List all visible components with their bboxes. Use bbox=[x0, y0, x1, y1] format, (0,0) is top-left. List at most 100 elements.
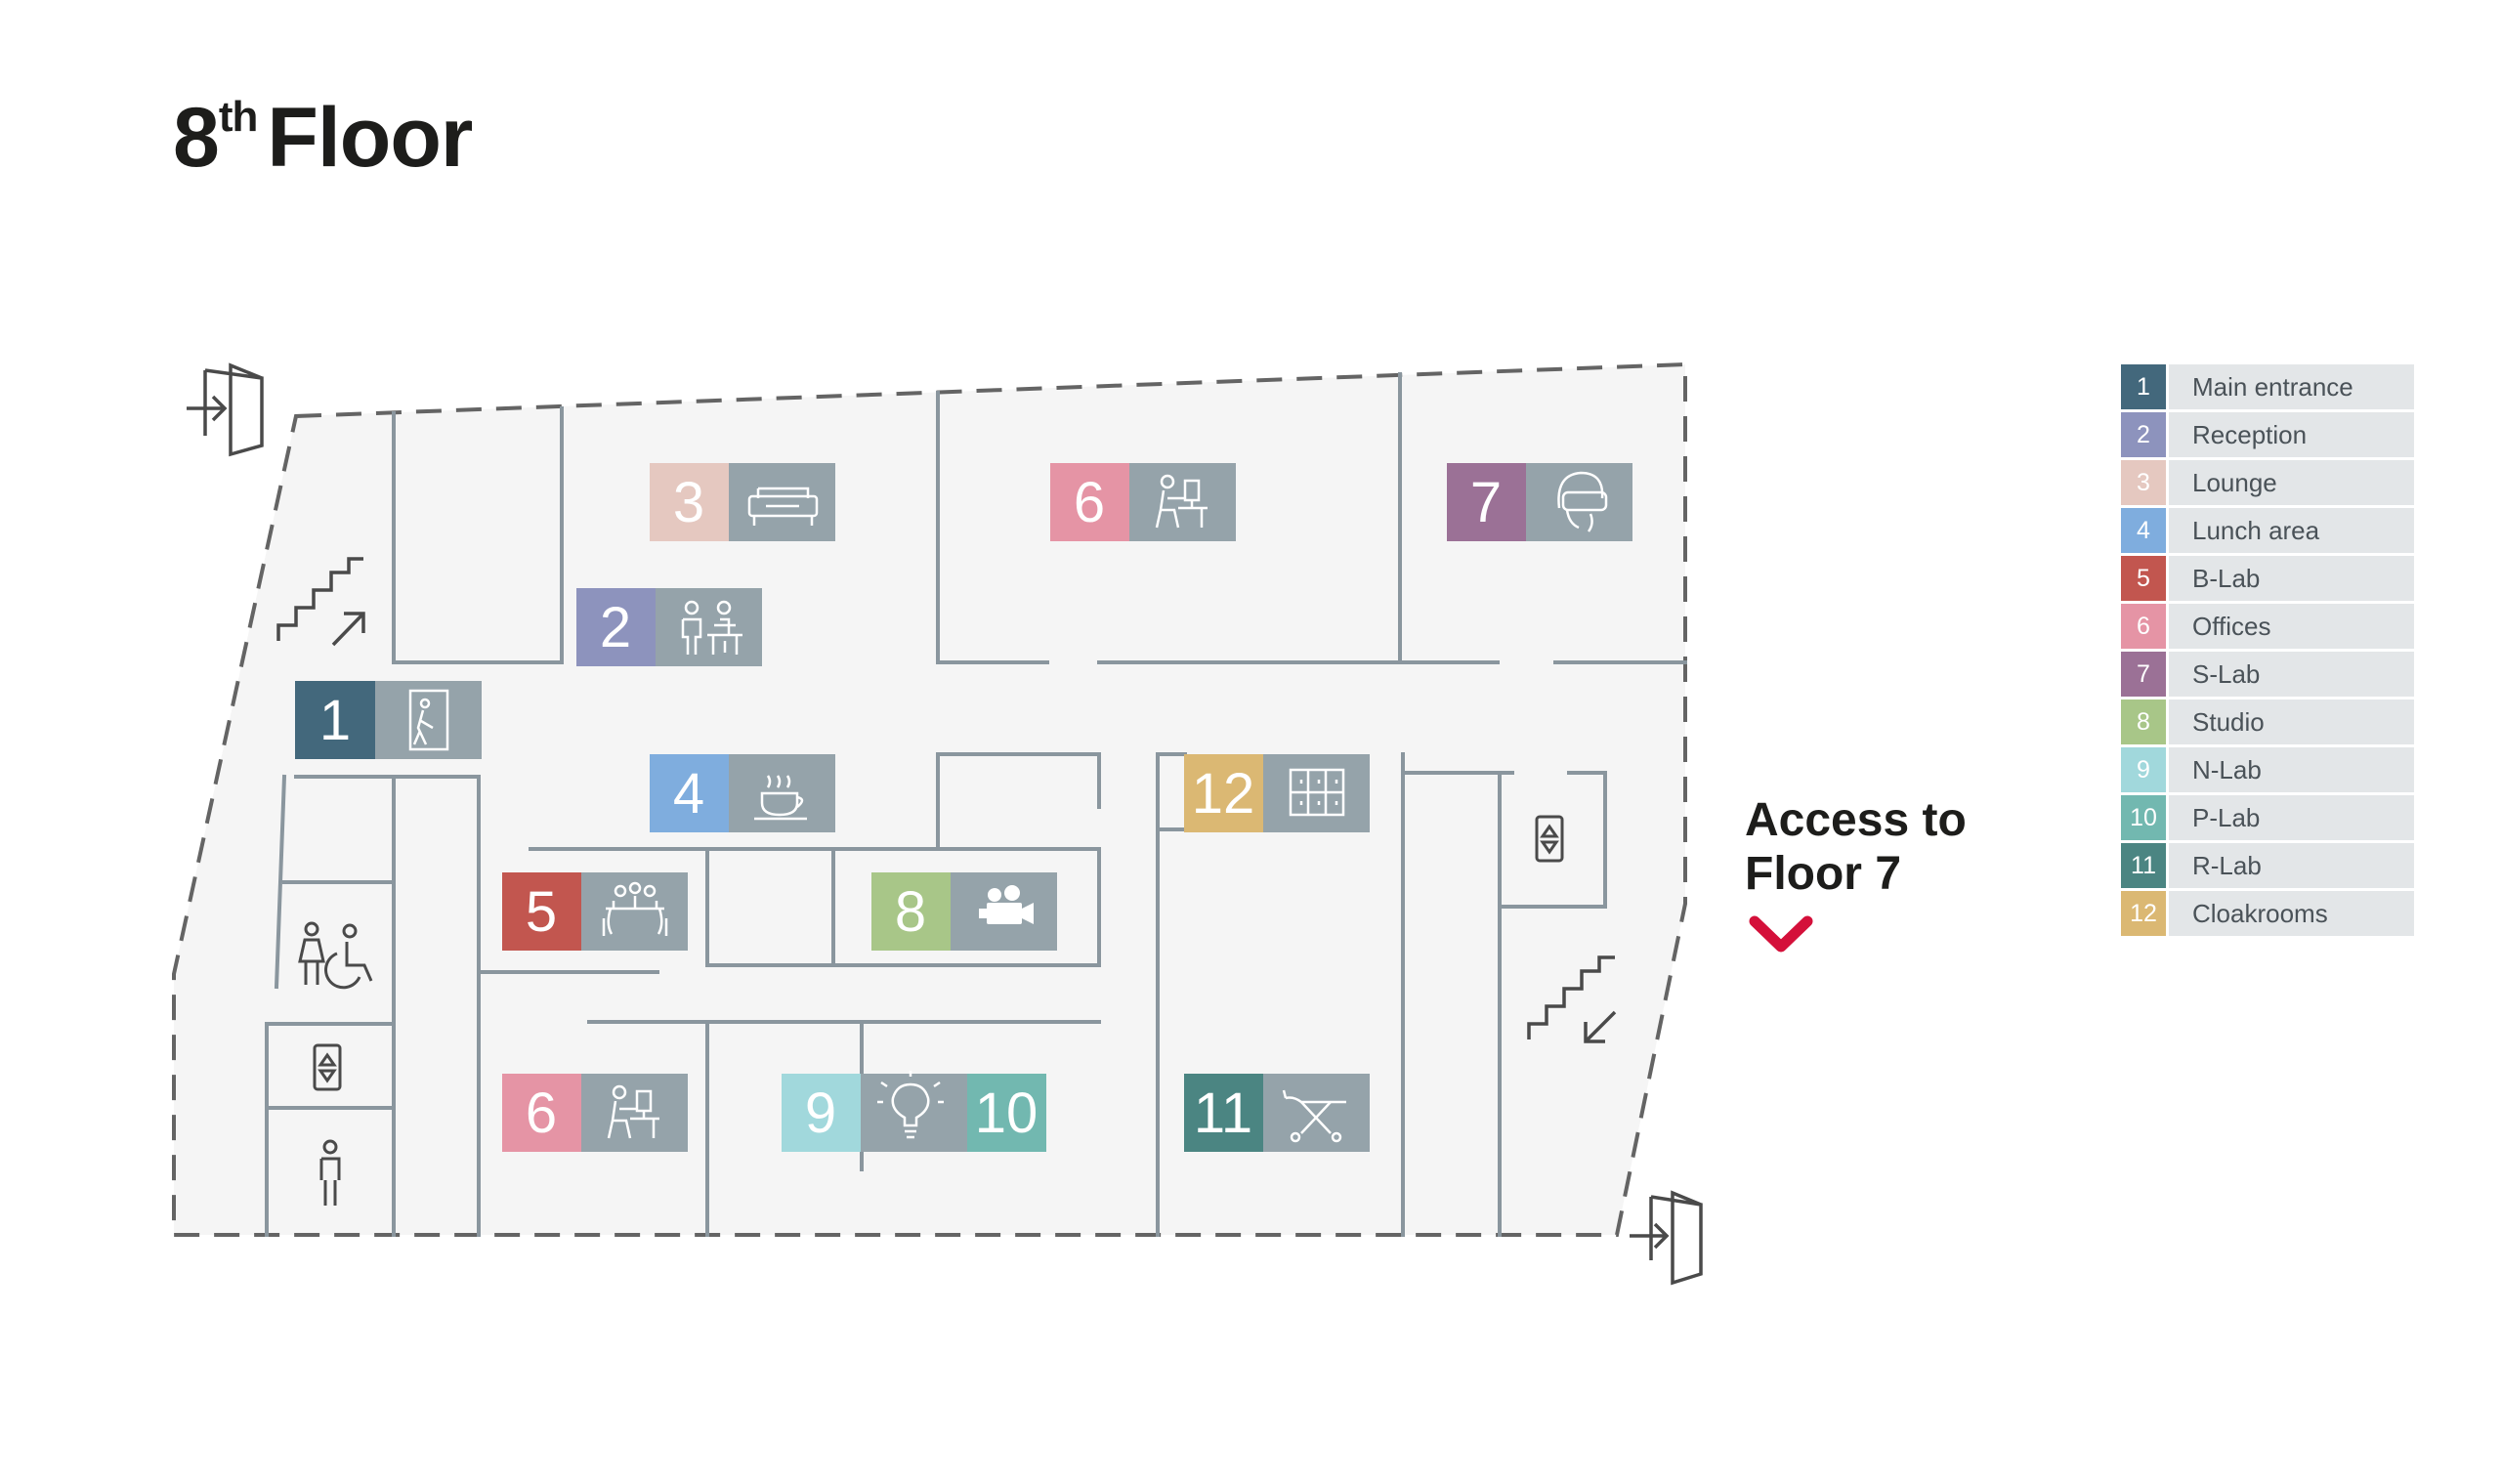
badge-icon-tile bbox=[1129, 463, 1236, 541]
entrance-door-icon bbox=[187, 362, 264, 457]
legend-item-cloakrooms: 12 Cloakrooms bbox=[2121, 891, 2414, 936]
legend-item-studio: 8 Studio bbox=[2121, 700, 2414, 744]
badge-number: 1 bbox=[319, 689, 351, 752]
room-badge-12: 12 bbox=[1184, 754, 1370, 832]
vr-headset-icon bbox=[1557, 471, 1608, 532]
walking-person-door-icon bbox=[408, 689, 449, 751]
badge-icon-tile bbox=[375, 681, 482, 759]
room-legend: 1 Main entrance 2 Reception 3 Lounge 4 L… bbox=[2121, 364, 2414, 939]
badge-number-tile bbox=[295, 681, 375, 759]
badge-number: 9 bbox=[805, 1081, 836, 1145]
legend-label: S-Lab bbox=[2169, 652, 2414, 697]
badge-icon-tile bbox=[581, 872, 688, 951]
coffee-cup-icon bbox=[754, 775, 807, 821]
legend-number: 6 bbox=[2121, 604, 2166, 649]
badge-number-tile bbox=[650, 754, 729, 832]
legend-label: Lunch area bbox=[2169, 508, 2414, 553]
elevator-icon bbox=[1535, 815, 1564, 863]
badge-number: 6 bbox=[1074, 471, 1105, 534]
reception-desk-icon bbox=[681, 600, 742, 655]
legend-number: 9 bbox=[2121, 747, 2166, 792]
legend-number: 1 bbox=[2121, 364, 2166, 409]
access-floor-7-label: Access to Floor 7 bbox=[1745, 793, 1967, 901]
room-badge-6-offices-a: 6 bbox=[1050, 463, 1236, 541]
shared-icon-tile bbox=[861, 1071, 967, 1152]
legend-number: 11 bbox=[2121, 843, 2166, 888]
room-badge-10: 10 bbox=[967, 1074, 1046, 1152]
restroom-accessible-icon bbox=[298, 921, 373, 990]
legend-number: 2 bbox=[2121, 412, 2166, 457]
badge-number: 7 bbox=[1470, 471, 1502, 534]
stairs-down-icon bbox=[1527, 955, 1617, 1043]
legend-number: 4 bbox=[2121, 508, 2166, 553]
badge-number-tile bbox=[1184, 754, 1263, 832]
badge-number: 8 bbox=[895, 880, 926, 944]
badge-number-tile bbox=[1447, 463, 1526, 541]
badge-number-tile bbox=[650, 463, 729, 541]
badge-icon-tile bbox=[729, 463, 835, 541]
legend-number: 10 bbox=[2121, 795, 2166, 840]
room-badge-2: 2 bbox=[576, 588, 762, 666]
badge-number: 4 bbox=[673, 762, 704, 826]
video-camera-icon bbox=[979, 885, 1034, 924]
legend-number: 3 bbox=[2121, 460, 2166, 505]
legend-label: Lounge bbox=[2169, 460, 2414, 505]
legend-label: Studio bbox=[2169, 700, 2414, 744]
badge-number: 11 bbox=[1194, 1081, 1252, 1145]
hospital-bed-icon bbox=[1282, 1089, 1346, 1143]
meeting-table-icon bbox=[602, 881, 668, 936]
badge-icon-tile bbox=[581, 1074, 688, 1152]
floor-outline bbox=[172, 361, 1687, 1237]
access-line-1: Access to bbox=[1745, 794, 1967, 846]
room-badge-6-offices-b: 6 bbox=[502, 1074, 688, 1152]
legend-number: 7 bbox=[2121, 652, 2166, 697]
legend-item-n-lab: 9 N-Lab bbox=[2121, 747, 2414, 792]
badge-icon-tile bbox=[656, 588, 762, 666]
interior-walls bbox=[265, 372, 1687, 1237]
elevator-icon bbox=[313, 1043, 342, 1091]
badge-icon-tile bbox=[1263, 1074, 1370, 1152]
exit-door-icon bbox=[1630, 1190, 1703, 1286]
legend-label: B-Lab bbox=[2169, 556, 2414, 601]
legend-item-s-lab: 7 S-Lab bbox=[2121, 652, 2414, 697]
badge-number: 6 bbox=[526, 1081, 557, 1145]
lockers-icon bbox=[1289, 768, 1345, 817]
room-badge-7: 7 bbox=[1447, 463, 1632, 541]
legend-item-r-lab: 11 R-Lab bbox=[2121, 843, 2414, 888]
stairs-up-icon bbox=[276, 557, 365, 647]
legend-label: Reception bbox=[2169, 412, 2414, 457]
badge-number-tile bbox=[502, 1074, 581, 1152]
badge-number: 3 bbox=[673, 471, 704, 534]
room-badge-3: 3 bbox=[650, 463, 835, 541]
badge-number-tile bbox=[1050, 463, 1129, 541]
restroom-male-icon bbox=[319, 1139, 341, 1206]
legend-label: Main entrance bbox=[2169, 364, 2414, 409]
legend-number: 12 bbox=[2121, 891, 2166, 936]
room-badge-4: 4 bbox=[650, 754, 835, 832]
legend-label: Offices bbox=[2169, 604, 2414, 649]
light-bulb-icon bbox=[877, 1071, 944, 1139]
badge-number-tile bbox=[502, 872, 581, 951]
badge-number-tile bbox=[871, 872, 951, 951]
legend-item-b-lab: 5 B-Lab bbox=[2121, 556, 2414, 601]
badge-number: 10 bbox=[975, 1081, 1039, 1145]
badge-number: 2 bbox=[600, 596, 631, 659]
legend-item-offices: 6 Offices bbox=[2121, 604, 2414, 649]
legend-item-lounge: 3 Lounge bbox=[2121, 460, 2414, 505]
legend-item-lunch-area: 4 Lunch area bbox=[2121, 508, 2414, 553]
legend-item-reception: 2 Reception bbox=[2121, 412, 2414, 457]
legend-number: 8 bbox=[2121, 700, 2166, 744]
legend-label: N-Lab bbox=[2169, 747, 2414, 792]
legend-label: Cloakrooms bbox=[2169, 891, 2414, 936]
chevron-down-icon[interactable] bbox=[1747, 913, 1815, 956]
legend-number: 5 bbox=[2121, 556, 2166, 601]
room-badge-11: 11 bbox=[1184, 1074, 1370, 1152]
title-number: 8 bbox=[173, 91, 220, 185]
badge-number: 5 bbox=[526, 880, 557, 944]
badge-number: 12 bbox=[1192, 762, 1255, 826]
office-desk-icon bbox=[1155, 474, 1208, 529]
room-badge-9: 9 bbox=[782, 1074, 861, 1152]
title-ordinal: th bbox=[218, 93, 259, 141]
